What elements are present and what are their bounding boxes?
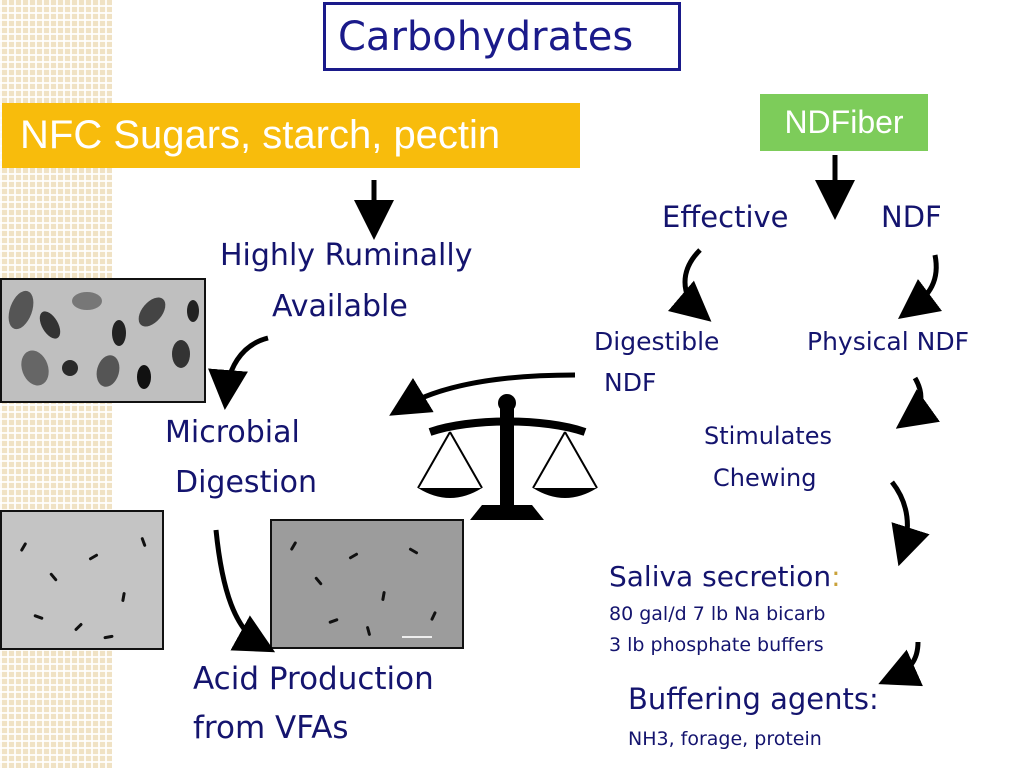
highly-ruminally-label: Highly Ruminally <box>220 238 473 273</box>
digestible-ndf-label: NDF <box>604 368 657 397</box>
microbial-label: Microbial <box>165 415 300 450</box>
physical-ndf-label: Physical NDF <box>807 327 969 356</box>
saliva-detail-1: 80 gal/d 7 lb Na bicarb <box>609 603 826 625</box>
page-title: Carbohydrates <box>323 2 681 71</box>
bacteria-micrograph-center <box>270 519 464 649</box>
arrow-microbial-to-acid <box>213 529 276 653</box>
available-label: Available <box>272 289 408 324</box>
ndfiber-label-box: NDFiber <box>760 94 928 151</box>
arrow-effective-to-digestible <box>667 248 712 322</box>
buffering-detail-label: NH3, forage, protein <box>628 728 822 750</box>
arrow-available-to-microbial <box>208 335 269 410</box>
bacteria-micrograph-left <box>0 510 164 650</box>
arrow-ndf-to-physical <box>898 254 943 320</box>
scale-bar <box>402 636 432 638</box>
saliva-secretion-label: Saliva secretion: <box>609 560 841 593</box>
ndf-word-label: NDF <box>881 200 942 234</box>
arrow-saliva-to-buffering <box>878 641 923 687</box>
digestible-label: Digestible <box>594 327 720 356</box>
from-vfas-label: from VFAs <box>193 710 349 746</box>
nfc-label-box: NFC Sugars, starch, pectin <box>2 103 580 168</box>
arrow-chewing-to-saliva <box>889 480 930 567</box>
protozoa-micrograph <box>0 278 206 403</box>
arrow-physical-to-stimulates <box>895 376 940 429</box>
effective-label: Effective <box>662 200 789 234</box>
acid-production-label: Acid Production <box>193 661 434 697</box>
stimulates-label: Stimulates <box>704 422 832 450</box>
digestion-label: Digestion <box>175 465 318 500</box>
saliva-colon: : <box>831 560 841 593</box>
chewing-label: Chewing <box>713 464 817 492</box>
arrow-digestible-to-microbial <box>389 372 576 416</box>
saliva-detail-2: 3 lb phosphate buffers <box>609 634 824 656</box>
buffering-agents-label: Buffering agents: <box>628 682 879 716</box>
balance-scale-icon <box>417 394 598 520</box>
